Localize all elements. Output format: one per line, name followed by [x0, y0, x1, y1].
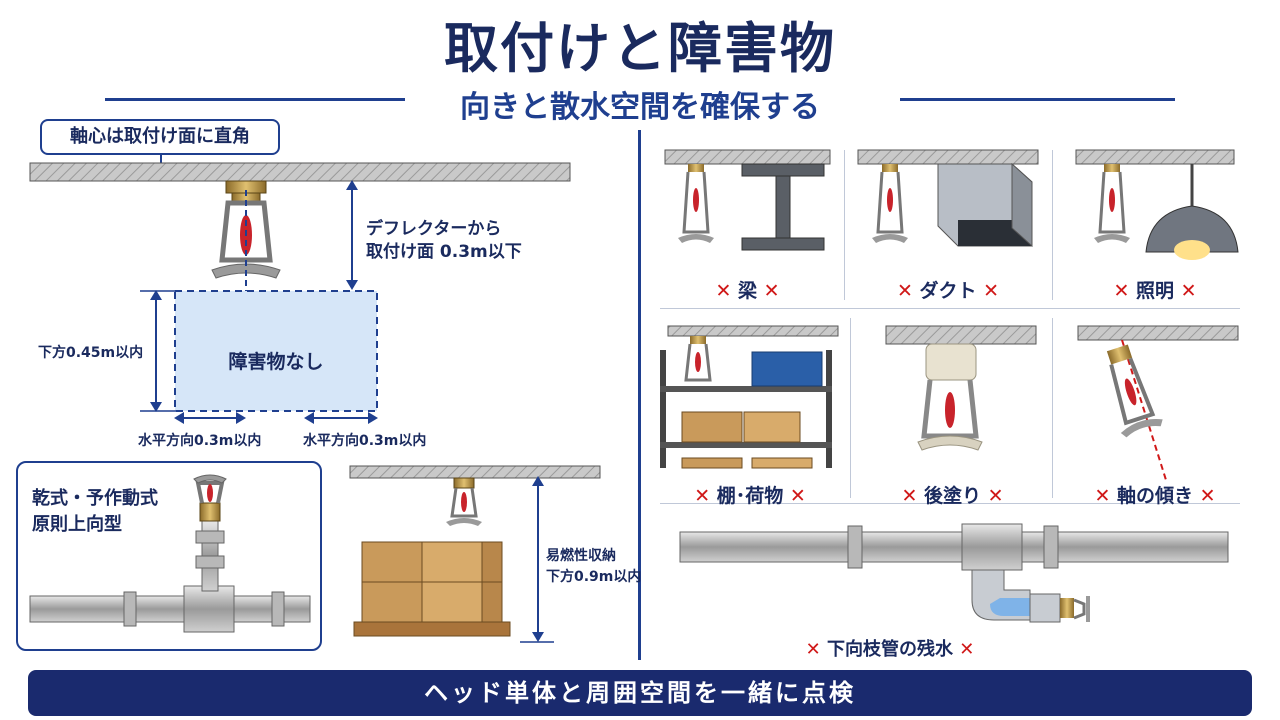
ng-mark-icon: ✕	[901, 485, 918, 507]
shelf-panel	[660, 325, 839, 469]
beam-panel	[664, 149, 831, 251]
ng-mark-icon: ✕	[694, 485, 711, 507]
obstacle-free-zone	[174, 290, 378, 412]
light-panel	[1075, 149, 1239, 260]
ng-mark-icon: ✕	[805, 639, 821, 660]
cardboard-boxes	[353, 541, 511, 637]
i-beam-icon	[741, 163, 825, 251]
axis-callout: 軸心は取付け面に直角	[40, 119, 280, 155]
ng-mark-icon: ✕	[1094, 485, 1111, 507]
ceiling-slab	[29, 162, 571, 182]
ng-label-duct: ✕ ダクト ✕	[896, 280, 1000, 302]
no-obstacle-label: 障害物なし	[228, 351, 324, 373]
below-distance-label: 下方0.45m以内	[38, 345, 144, 361]
ng-mark-icon: ✕	[959, 639, 975, 660]
dry-system-line1: 乾式・予作動式	[32, 488, 158, 509]
pendant-lamp-icon	[1145, 164, 1239, 260]
ng-mark-icon: ✕	[896, 280, 913, 302]
painted-sprinkler-panel	[885, 325, 1037, 451]
panel-divider	[660, 308, 1240, 309]
ng-mark-icon: ✕	[789, 485, 806, 507]
horizontal-left-label: 水平方向0.3m以内	[138, 433, 262, 449]
page-title: 取付けと障害物	[444, 17, 836, 80]
storage-diagram	[349, 465, 601, 643]
sidewall-sprinkler-icon	[1060, 596, 1090, 622]
upright-sprinkler-icon	[193, 474, 227, 522]
subtitle-rule-right	[900, 98, 1175, 101]
ng-mark-icon: ✕	[763, 280, 780, 302]
sprinkler-over-storage-icon	[446, 477, 482, 526]
ng-mark-icon: ✕	[1199, 485, 1216, 507]
upright-sprinkler-diagram	[29, 474, 311, 633]
ng-label-shelf: ✕ 棚･荷物 ✕	[694, 485, 806, 507]
footer-banner: ヘッド単体と周囲空間を一緒に点検	[28, 670, 1252, 716]
duct-icon	[937, 162, 1033, 248]
ng-mark-icon: ✕	[715, 280, 732, 302]
section-divider	[638, 130, 641, 660]
panel-divider	[1052, 150, 1053, 300]
ng-mark-icon: ✕	[983, 280, 1000, 302]
subtitle-rule-left	[105, 98, 405, 101]
horizontal-right-label: 水平方向0.3m以内	[303, 433, 427, 449]
mounting-diagram	[29, 162, 571, 424]
panel-divider	[844, 150, 845, 300]
page-subtitle: 向きと散水空間を確保する	[460, 90, 820, 125]
deflector-distance-line1: デフレクターから	[366, 219, 502, 239]
pendent-sprinkler-icon	[211, 180, 281, 279]
panel-divider	[850, 318, 851, 498]
ng-label-tilt: ✕ 軸の傾き ✕	[1094, 485, 1216, 507]
ng-mark-icon: ✕	[987, 485, 1004, 507]
ng-label-light: ✕ 照明 ✕	[1113, 280, 1197, 302]
dry-system-line2: 原則上向型	[32, 514, 122, 535]
residual-water-pipe	[679, 523, 1229, 623]
ng-label-beam: ✕ 梁 ✕	[715, 280, 780, 302]
panel-divider	[660, 503, 1240, 504]
storage-line2: 下方0.9m以内	[546, 569, 642, 585]
ng-mark-icon: ✕	[1180, 280, 1197, 302]
callout-connector	[160, 155, 162, 167]
panel-divider	[1052, 318, 1053, 498]
duct-panel	[857, 149, 1039, 248]
tilted-sprinkler-panel	[1077, 325, 1239, 481]
storage-shelf-icon	[660, 350, 832, 469]
ng-mark-icon: ✕	[1113, 280, 1130, 302]
ng-label-painted: ✕ 後塗り ✕	[901, 485, 1004, 507]
ng-label-residual-water: ✕ 下向枝管の残水 ✕	[805, 639, 975, 660]
deflector-distance-line2: 取付け面 0.3m以下	[366, 242, 522, 262]
storage-line1: 易燃性収納	[546, 548, 616, 564]
